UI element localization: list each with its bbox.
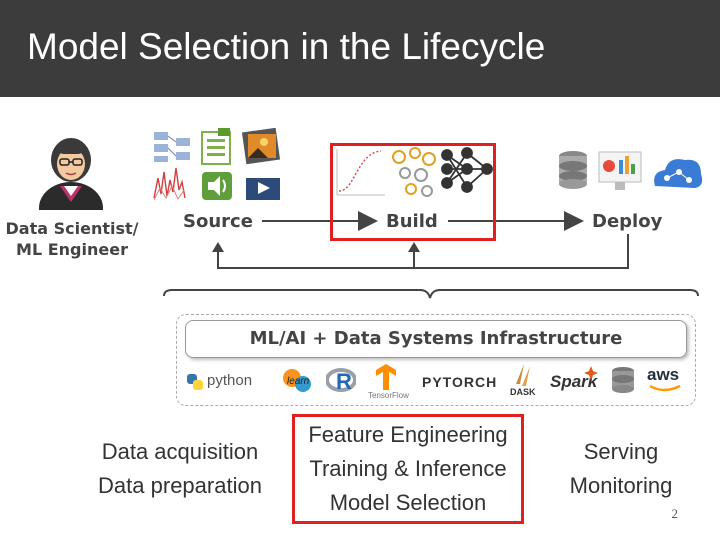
source-description: Data acquisition Data preparation xyxy=(86,435,274,503)
build-line-1: Feature Engineering xyxy=(308,422,508,447)
source-line-1: Data acquisition xyxy=(101,439,259,464)
pytorch-logo-text: PYTORCH xyxy=(422,374,498,390)
schema-icon xyxy=(154,132,190,162)
build-stage-label: Build xyxy=(386,211,438,232)
photo-icon xyxy=(241,128,281,165)
deploy-icons xyxy=(559,151,703,190)
build-line-2: Training & Inference xyxy=(309,456,507,481)
python-logo-icon xyxy=(187,374,203,390)
dask-logo-text: DASK xyxy=(510,387,536,397)
person-icon xyxy=(39,138,103,210)
deploy-line-1: Serving xyxy=(583,439,659,464)
infrastructure-bracket xyxy=(163,289,699,299)
build-line-3: Model Selection xyxy=(329,490,487,515)
database-logo-icon xyxy=(612,367,634,393)
feature-circles-icon xyxy=(392,147,436,197)
tensorflow-logo-text: TensorFlow xyxy=(368,391,409,400)
role-label: Data Scientist/ ML Engineer xyxy=(4,218,140,260)
build-description-highlight xyxy=(292,414,524,524)
infrastructure-panel xyxy=(176,314,696,406)
sigmoid-plot-icon xyxy=(336,149,385,196)
slide-title: Model Selection in the Lifecycle xyxy=(27,26,546,67)
r-logo-icon xyxy=(326,368,356,392)
role-line-1: Data Scientist/ xyxy=(5,219,139,238)
build-description: Feature Engineering Training & Inference… xyxy=(292,418,524,520)
source-stage-label: Source xyxy=(183,211,253,232)
spark-logo-text: Spark xyxy=(550,372,598,391)
deploy-line-2: Monitoring xyxy=(569,473,673,498)
build-icons xyxy=(336,147,493,197)
infrastructure-banner: ML/AI + Data Systems Infrastructure xyxy=(185,320,687,358)
video-icon xyxy=(246,172,280,200)
page-number: 2 xyxy=(671,506,679,521)
source-line-2: Data preparation xyxy=(98,473,262,498)
scikit-logo-text: learn xyxy=(287,376,310,387)
network-icon xyxy=(441,147,493,193)
aws-smile-icon xyxy=(649,384,681,392)
deploy-stage-label: Deploy xyxy=(592,211,663,232)
audio-icon xyxy=(202,172,232,200)
python-logo-text: python xyxy=(207,372,253,389)
database-icon xyxy=(559,151,587,189)
tensorflow-logo-icon xyxy=(376,364,396,390)
build-highlight-box xyxy=(330,143,496,241)
deploy-description: Serving Monitoring xyxy=(555,435,687,503)
flow-arrows xyxy=(163,211,699,299)
source-icons xyxy=(153,128,281,201)
spark-star-icon xyxy=(584,366,598,380)
infrastructure-label: ML/AI + Data Systems Infrastructure xyxy=(249,328,623,349)
dask-logo-icon xyxy=(516,364,530,386)
scikit-logo-icon xyxy=(283,369,311,392)
cloud-icon xyxy=(654,159,703,188)
document-icon xyxy=(201,128,231,165)
title-bar xyxy=(0,0,720,97)
r-logo-text: R xyxy=(336,369,352,394)
chart-icon xyxy=(153,167,186,201)
role-line-2: ML Engineer xyxy=(16,240,128,259)
dashboard-icon xyxy=(598,151,642,190)
aws-logo-text: aws xyxy=(647,365,680,384)
